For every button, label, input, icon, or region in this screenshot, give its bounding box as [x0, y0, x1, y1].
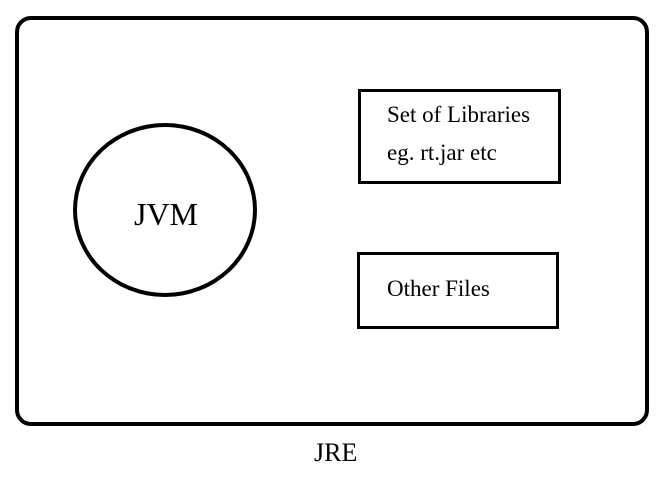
libraries-title: Set of Libraries [387, 102, 531, 127]
other-files-label: Other Files [387, 276, 490, 301]
jre-label: JRE [314, 438, 358, 467]
jvm-circle: JVM [73, 123, 257, 297]
libraries-box: Set of Libraries eg. rt.jar etc [358, 89, 561, 184]
jre-container-box [15, 16, 649, 426]
libraries-example: eg. rt.jar etc [387, 140, 497, 165]
jvm-label: JVM [133, 196, 198, 232]
other-files-box: Other Files [357, 252, 559, 329]
